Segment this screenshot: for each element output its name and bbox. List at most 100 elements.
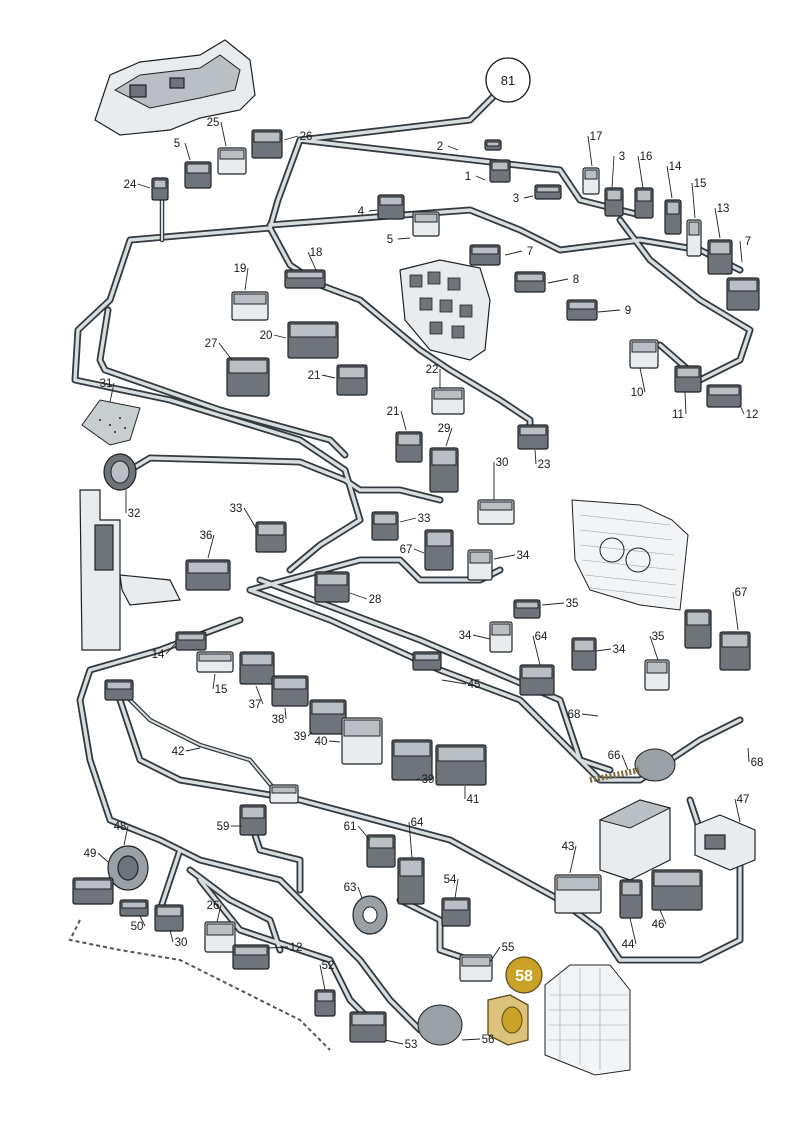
part-number-label: 23 xyxy=(538,459,551,471)
tail-light-lower xyxy=(544,964,631,1076)
part-number-label: 26 xyxy=(300,131,313,143)
leader-line xyxy=(137,183,151,189)
part-number-label: 7 xyxy=(527,246,533,258)
leader-line xyxy=(218,342,233,361)
leader-line xyxy=(504,250,523,256)
connector-body xyxy=(513,599,541,619)
leader-line xyxy=(384,1039,404,1045)
part-number-label: 59 xyxy=(217,821,230,833)
control-unit xyxy=(598,799,672,881)
leader-line xyxy=(184,142,191,161)
lower-branch-54-core xyxy=(398,898,472,962)
leader-line xyxy=(523,195,534,199)
part-number-label: 44 xyxy=(622,939,635,951)
fuse-relay-block xyxy=(399,259,491,361)
connector-body xyxy=(371,511,399,541)
part-number-label: 68 xyxy=(568,709,581,721)
leader-line xyxy=(621,754,629,771)
leader-line xyxy=(739,240,743,263)
part-number-label: 24 xyxy=(124,179,137,191)
part-number-label: 33 xyxy=(230,503,243,515)
part-number-label: 55 xyxy=(502,942,515,954)
part-number-label: 1 xyxy=(465,171,471,183)
connector-body xyxy=(467,549,493,581)
part-number-label: 16 xyxy=(640,151,653,163)
leader-line xyxy=(597,309,621,313)
leader-line xyxy=(399,517,417,523)
leader-line xyxy=(629,917,637,945)
leader-line xyxy=(611,155,615,189)
connector-body xyxy=(477,499,515,525)
leader-line xyxy=(447,145,459,151)
connector-body xyxy=(377,194,405,220)
connector-body xyxy=(519,664,555,696)
part-number-label: 52 xyxy=(322,960,335,972)
connector-body xyxy=(424,529,454,571)
leader-line xyxy=(714,207,721,239)
part-number-label: 22 xyxy=(426,364,439,376)
connector-body xyxy=(217,147,247,175)
grommet-66 xyxy=(589,748,676,783)
connector-body xyxy=(629,339,659,369)
reference-number: 81 xyxy=(501,73,515,88)
leader-line xyxy=(747,747,750,763)
left-loop-core xyxy=(98,308,347,457)
leader-line xyxy=(349,592,368,600)
lower-branch-52-core xyxy=(198,878,372,1022)
connector-body xyxy=(582,167,600,195)
part-number-label: 46 xyxy=(652,919,665,931)
lower-branch-50-core xyxy=(158,848,182,912)
connector-body xyxy=(269,784,299,804)
leader-line xyxy=(328,740,341,743)
center-harness xyxy=(246,556,504,594)
leader-line xyxy=(212,673,216,690)
highlight-badge xyxy=(505,956,543,994)
round-connector xyxy=(103,453,137,491)
connector-body xyxy=(684,609,712,649)
connector-body xyxy=(239,651,275,685)
leader-line xyxy=(441,679,467,685)
connector-body xyxy=(231,291,269,321)
part-number-label: 67 xyxy=(735,587,748,599)
connector-body xyxy=(517,424,549,450)
part-number-label: 49 xyxy=(84,848,97,860)
connector-body xyxy=(226,357,270,397)
connector-body xyxy=(395,431,423,463)
leader-line xyxy=(123,825,129,846)
leader-line xyxy=(267,946,289,949)
leader-line xyxy=(185,747,201,752)
part-number-label: 15 xyxy=(694,178,707,190)
leader-line xyxy=(273,334,287,339)
part-number-label: 32 xyxy=(128,508,141,520)
highlight-badge-label: 58 xyxy=(515,968,533,985)
connector-body xyxy=(412,651,442,671)
connector-body xyxy=(686,219,702,257)
leader-line xyxy=(413,548,425,554)
leader-line xyxy=(445,427,453,447)
leader-line xyxy=(139,915,146,927)
part-number-label: 30 xyxy=(496,457,509,469)
main-trunk-upper-core xyxy=(73,88,502,572)
part-number-label: 4 xyxy=(358,206,365,218)
connector-body xyxy=(397,857,425,905)
part-number-label: 48 xyxy=(114,821,127,833)
part-number-label: 54 xyxy=(444,874,457,886)
connector-body xyxy=(232,944,270,970)
leader-line xyxy=(319,964,326,991)
connector-body xyxy=(664,199,682,235)
part-number-label: 19 xyxy=(234,263,247,275)
part-number-label: 17 xyxy=(590,131,603,143)
part-number-label: 11 xyxy=(672,409,684,421)
leader-line xyxy=(244,267,249,291)
part-number-label: 33 xyxy=(418,513,431,525)
leader-line xyxy=(454,878,459,899)
harness-long-diagonal-core xyxy=(258,578,612,772)
connector-body xyxy=(604,187,624,217)
bracket-panel-left xyxy=(79,489,181,651)
leader-line xyxy=(97,852,109,863)
leader-line xyxy=(169,929,174,943)
leader-line xyxy=(541,602,565,606)
connector-body xyxy=(674,365,702,393)
